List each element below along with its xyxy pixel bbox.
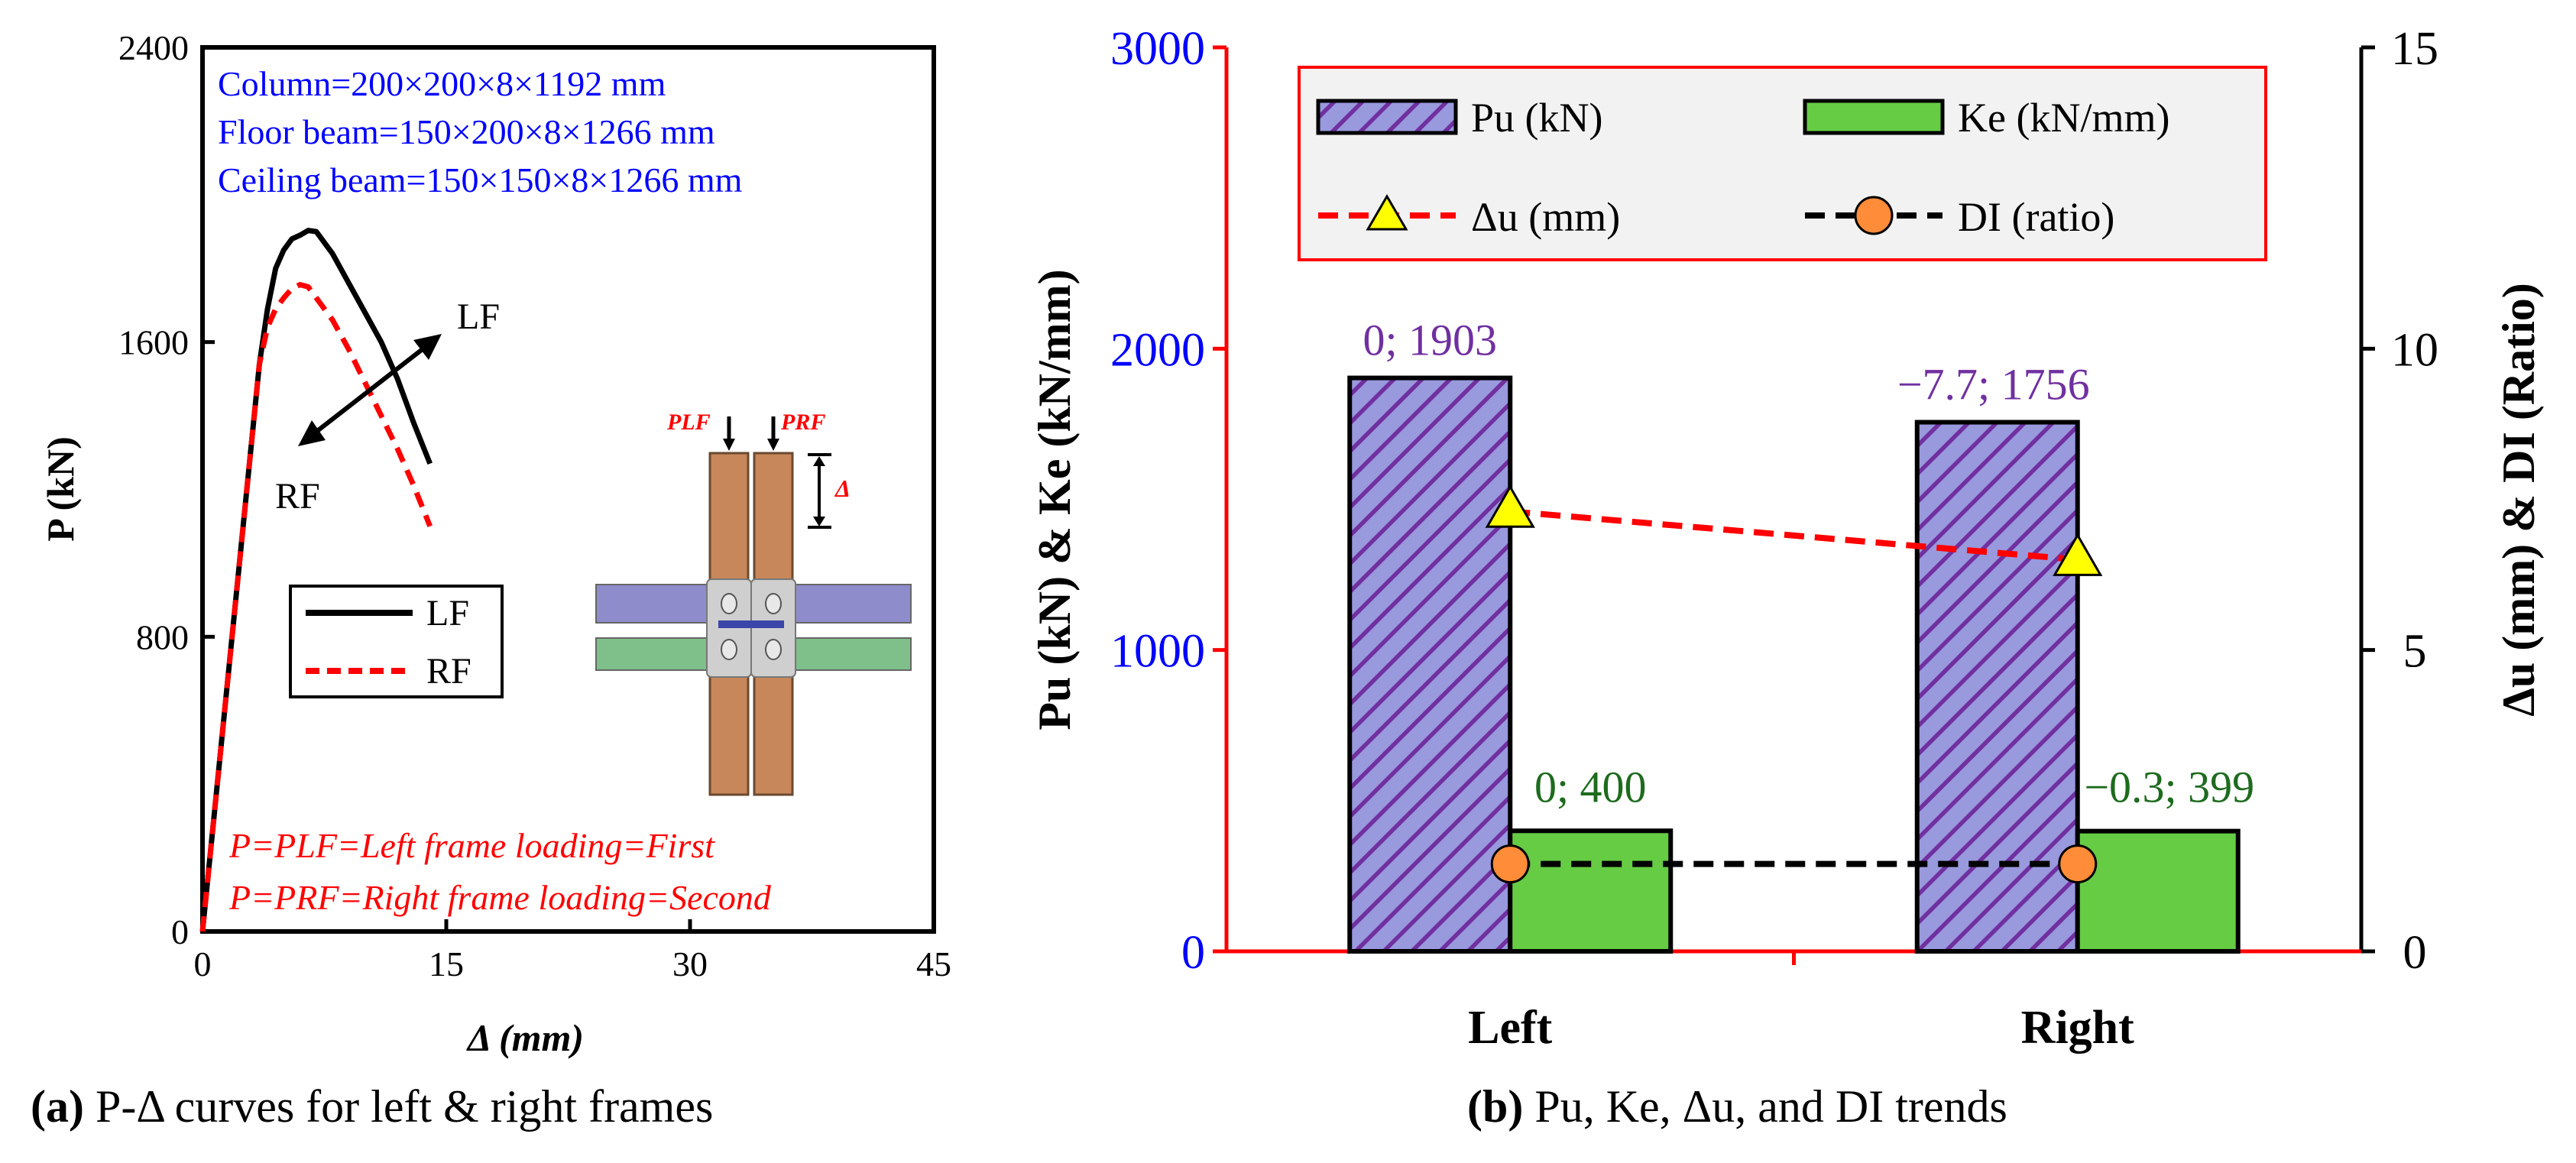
inset-load-lf-label: PLF: [666, 410, 711, 435]
du-marker: [1485, 484, 1535, 528]
arrow-head-icon: [413, 334, 442, 360]
panel-a-legend-box: [289, 585, 504, 698]
panel-b-legend: Pu (kN) Ke (kN/mm) Δu (mm) DI (ratio): [1298, 66, 2267, 261]
loading-note-first: P=PLF=Left frame loading=First: [228, 826, 715, 865]
ke-bar-data-label: −0.3; 399: [2084, 763, 2254, 812]
bolt-icon: [765, 593, 782, 614]
panel-a-y-tick-label: 800: [136, 617, 189, 656]
legend-pu-label: Pu (kN): [1471, 95, 1603, 141]
down-arrow-icon: [723, 439, 735, 451]
panel-b-legend-box: [1298, 66, 2267, 261]
panel-a-y-tick-label: 2400: [118, 28, 189, 67]
lf-curve: [199, 228, 433, 932]
panel-b-left-axis-label: Pu (kN) & Ke (kN/mm): [1029, 269, 1080, 730]
panel-a-y-tick-label: 1600: [118, 323, 189, 362]
pu-bar-data-label: 0; 1903: [1363, 316, 1497, 365]
panel-a-x-axis-label: Δ (mm): [466, 1016, 584, 1059]
panel-a-y-axis-label: P (kN): [39, 436, 82, 542]
legend-lf-label: LF: [426, 593, 469, 633]
bolt-icon: [765, 639, 782, 660]
panel-b-left-tick-label: 0: [1181, 927, 1205, 979]
rf-arrow-label: RF: [275, 476, 320, 517]
legend-ke-swatch: [1803, 99, 1945, 135]
legend-du-label: Δu (mm): [1471, 194, 1620, 240]
du-marker: [2053, 533, 2103, 576]
legend-di-label: DI (ratio): [1958, 194, 2114, 240]
panel-b-right-tick-label: 5: [2403, 626, 2427, 678]
legend-pu-swatch: [1316, 99, 1458, 135]
connector-bar: [718, 620, 784, 628]
pu-bar: [1347, 375, 1513, 954]
legend-ke-label: Ke (kN/mm): [1958, 95, 2169, 141]
panel-a-y-tick-label: 0: [171, 912, 189, 951]
ke-bar-data-label: 0; 400: [1534, 762, 1647, 812]
loading-note-second: P=PRF=Right frame loading=Second: [228, 878, 772, 917]
panel-b-right-tick-label: 15: [2391, 23, 2438, 75]
info-ceiling-beam: Ceiling beam=150×150×8×1266 mm: [218, 160, 743, 199]
lf-rf-arrow-annotation: LF RF: [275, 296, 500, 517]
inset-load-rf-label: PRF: [780, 410, 825, 435]
up-arrow-icon: [813, 456, 825, 466]
down-arrow-icon: [767, 439, 779, 451]
panel-a-legend: LF RF: [289, 585, 504, 698]
panel-b-left-tick-label: 1000: [1110, 626, 1205, 678]
panel-a-x-tick-label: 45: [916, 944, 951, 983]
info-floor-beam: Floor beam=150×200×8×1266 mm: [218, 112, 715, 151]
panel-a-plot-frame: [200, 45, 936, 934]
panel-b-right-tick-label: 0: [2403, 927, 2427, 979]
panel-b-left-tick-label: 3000: [1110, 23, 1205, 75]
ke-bar: [2075, 828, 2241, 954]
panel-a-pd-curves: 0 800 1600 2400 0 15 30 45 Δ (mm) P (kN) Colum…: [31, 28, 951, 1132]
panel-a-caption: (a) P-Δ curves for left & right frames: [31, 1081, 713, 1132]
legend-rf-label: RF: [426, 651, 471, 692]
triangle-marker-icon: [1366, 194, 1408, 231]
panel-b-category-label: Right: [2021, 1002, 2134, 1054]
bolt-icon: [721, 593, 737, 614]
pu-bar-data-label: −7.7; 1756: [1897, 360, 2090, 410]
bolt-icon: [721, 639, 737, 660]
lf-arrow-label: LF: [457, 296, 500, 337]
panel-a-x-tick-label: 0: [194, 944, 212, 983]
panel-a-x-tick-label: 15: [429, 944, 464, 983]
circle-marker-icon: [1854, 196, 1894, 235]
pu-bar: [1914, 420, 2080, 954]
panel-b-trends: 0 1000 2000 3000 0 5 10 15 Left Right 0; 1903 0;…: [1029, 23, 2544, 1132]
panel-b-left-tick-label: 2000: [1110, 324, 1205, 376]
rf-curve: [199, 281, 433, 932]
panel-b-category-label: Left: [1468, 1002, 1553, 1054]
down-arrow-icon: [813, 517, 825, 526]
panel-b-right-tick-label: 10: [2391, 324, 2438, 376]
inset-disp-label: Δ: [834, 475, 851, 502]
di-marker: [2058, 844, 2098, 884]
panel-b-right-axis-label: Δu (mm) & DI (Ratio): [2493, 283, 2544, 717]
ke-bar: [1508, 828, 1674, 954]
connection-inset-illustration: PLF PRF Δ: [595, 410, 912, 796]
panel-b-caption: (b) Pu, Ke, Δu, and DI trends: [1467, 1081, 2007, 1132]
du-line: [1509, 508, 2079, 563]
panel-a-x-tick-label: 30: [672, 944, 708, 983]
di-marker: [1490, 844, 1530, 884]
arrow-head-icon: [298, 420, 326, 446]
info-column: Column=200×200×8×1192 mm: [218, 64, 666, 103]
